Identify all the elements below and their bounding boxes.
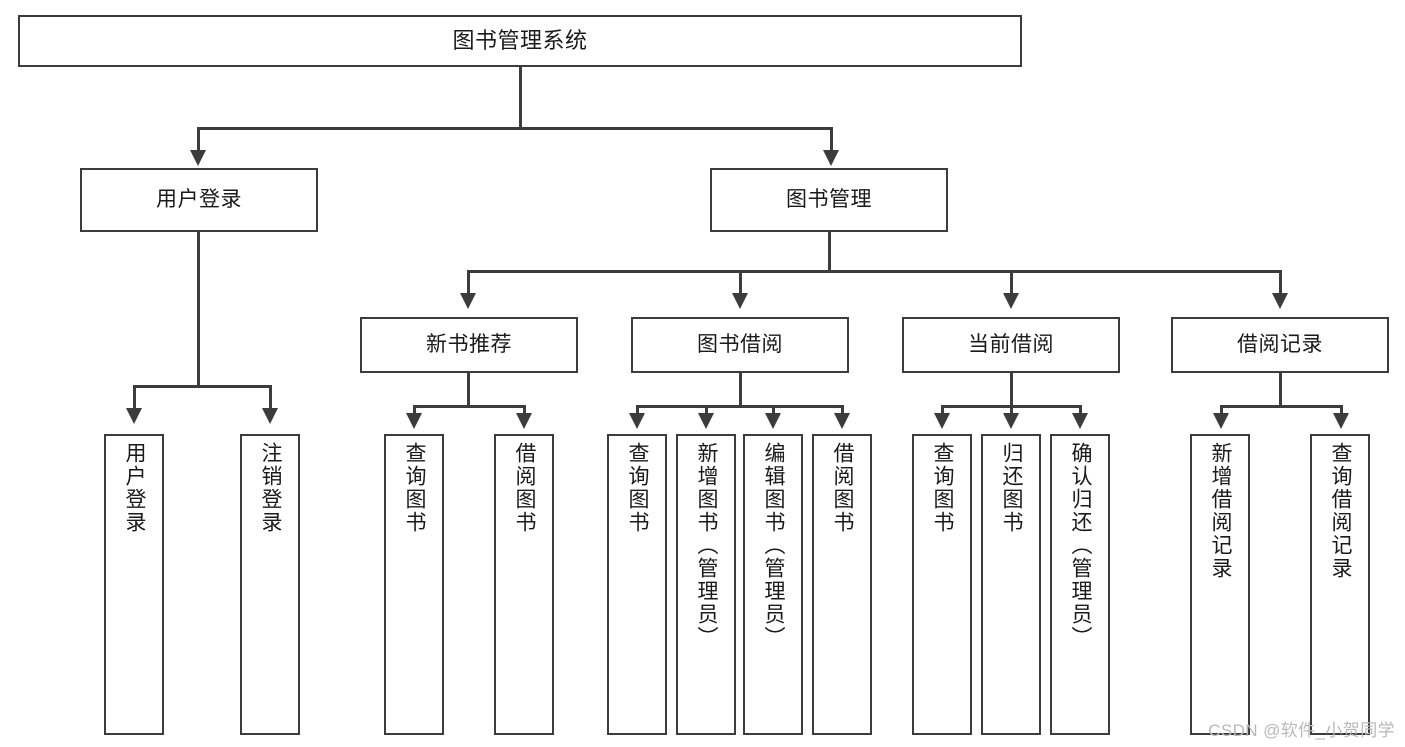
connector-new-book-to-leaf-2	[523, 405, 526, 417]
node-new-book-recommend[interactable]: 新书推荐	[360, 317, 578, 373]
connector-user-login-to-leaf-1	[133, 385, 136, 410]
connector-user-login-to-leaf-2	[269, 385, 272, 410]
node-leaf-borrow-book[interactable]: 借阅图书	[812, 434, 872, 735]
connector-br-to-leaf-2	[1340, 405, 1343, 417]
connector-book-borrow-stem	[739, 373, 742, 405]
node-book-borrow[interactable]: 图书借阅	[631, 317, 849, 373]
arrowhead-bb-to-leaf-4	[834, 413, 850, 429]
connector-book-borrow-bus	[636, 405, 843, 408]
connector-borrow-record-bus	[1220, 405, 1340, 408]
arrowhead-bb-to-leaf-1	[629, 413, 645, 429]
arrowhead-user-login-to-leaf-2	[262, 408, 278, 424]
connector-cb-to-leaf-1	[941, 405, 944, 417]
node-leaf-query-book-new-recommend[interactable]: 查询图书	[384, 434, 444, 735]
connector-root-stem	[519, 67, 522, 127]
arrowhead-br-to-leaf-2	[1333, 413, 1349, 429]
node-leaf-confirm-return-admin[interactable]: 确认归还（管理员）	[1050, 434, 1110, 735]
arrowhead-bm-to-current-borrow	[1003, 293, 1019, 309]
node-label: 新增图书（管理员）	[695, 442, 719, 649]
node-label: 图书管理	[786, 187, 872, 211]
node-label: 编辑图书（管理员）	[762, 442, 786, 649]
node-root-book-management-system[interactable]: 图书管理系统	[18, 15, 1022, 67]
node-label: 新书推荐	[426, 332, 512, 356]
arrowhead-bm-to-borrow-record	[1272, 293, 1288, 309]
node-leaf-query-borrow-record[interactable]: 查询借阅记录	[1310, 434, 1370, 735]
node-label: 查询借阅记录	[1329, 442, 1353, 580]
node-label: 借阅图书	[831, 442, 855, 534]
connector-bm-to-new-book	[467, 270, 470, 295]
arrowhead-user-login-to-leaf-1	[126, 408, 142, 424]
node-leaf-query-book-current[interactable]: 查询图书	[912, 434, 972, 735]
connector-book-management-bus	[467, 270, 1281, 273]
connector-new-book-bus	[413, 405, 526, 408]
arrowhead-root-to-user-login	[190, 150, 206, 166]
node-label: 借阅记录	[1237, 332, 1323, 356]
connector-current-borrow-stem	[1010, 373, 1013, 405]
connector-bm-to-borrow-record	[1279, 270, 1282, 295]
connector-bb-to-leaf-4	[841, 405, 844, 417]
node-current-borrow[interactable]: 当前借阅	[902, 317, 1120, 373]
node-user-login[interactable]: 用户登录	[80, 168, 318, 232]
node-label: 当前借阅	[968, 332, 1054, 356]
connector-bm-to-book-borrow	[739, 270, 742, 295]
connector-root-bus	[197, 127, 832, 130]
arrowhead-bm-to-new-book	[460, 293, 476, 309]
node-borrow-record[interactable]: 借阅记录	[1171, 317, 1389, 373]
connector-new-book-stem	[467, 373, 470, 405]
node-label: 归还图书	[1000, 442, 1024, 534]
node-label: 图书管理系统	[452, 28, 588, 54]
arrowhead-cb-to-leaf-3	[1072, 413, 1088, 429]
node-label: 借阅图书	[513, 442, 537, 534]
connector-bb-to-leaf-3	[772, 405, 775, 417]
connector-bb-to-leaf-1	[636, 405, 639, 417]
node-label: 查询图书	[403, 442, 427, 534]
connector-br-to-leaf-1	[1220, 405, 1223, 417]
node-leaf-return-book[interactable]: 归还图书	[981, 434, 1041, 735]
node-leaf-query-book-borrow[interactable]: 查询图书	[607, 434, 667, 735]
node-book-management[interactable]: 图书管理	[710, 168, 948, 232]
node-leaf-edit-book-admin[interactable]: 编辑图书（管理员）	[743, 434, 803, 735]
connector-bm-to-current-borrow	[1010, 270, 1013, 295]
arrowhead-cb-to-leaf-2	[1003, 413, 1019, 429]
connector-bb-to-leaf-2	[705, 405, 708, 417]
connector-user-login-bus	[133, 385, 270, 388]
arrowhead-cb-to-leaf-1	[934, 413, 950, 429]
connector-root-to-book-management	[830, 127, 833, 152]
arrowhead-new-book-to-leaf-1	[406, 413, 422, 429]
node-label: 查询图书	[626, 442, 650, 534]
node-label: 确认归还（管理员）	[1069, 442, 1093, 649]
arrowhead-bb-to-leaf-3	[765, 413, 781, 429]
node-leaf-add-book-admin[interactable]: 新增图书（管理员）	[676, 434, 736, 735]
connector-borrow-record-stem	[1279, 373, 1282, 405]
node-label: 图书借阅	[697, 332, 783, 356]
node-leaf-borrow-book-new-recommend[interactable]: 借阅图书	[494, 434, 554, 735]
connector-cb-to-leaf-3	[1079, 405, 1082, 417]
node-label: 用户登录	[123, 442, 147, 534]
arrowhead-bb-to-leaf-2	[698, 413, 714, 429]
node-leaf-user-login[interactable]: 用户登录	[104, 434, 164, 735]
node-leaf-add-borrow-record[interactable]: 新增借阅记录	[1190, 434, 1250, 735]
watermark-text: CSDN @软件_小贺同学	[1208, 721, 1395, 740]
arrowhead-root-to-book-management	[823, 150, 839, 166]
arrowhead-new-book-to-leaf-2	[516, 413, 532, 429]
node-label: 用户登录	[156, 187, 242, 211]
arrowhead-bm-to-book-borrow	[732, 293, 748, 309]
arrowhead-br-to-leaf-1	[1213, 413, 1229, 429]
connector-new-book-to-leaf-1	[413, 405, 416, 417]
node-label: 新增借阅记录	[1209, 442, 1233, 580]
node-label: 查询图书	[931, 442, 955, 534]
connector-cb-to-leaf-2	[1010, 405, 1013, 417]
connector-user-login-stem	[197, 232, 200, 385]
connector-book-management-stem	[828, 232, 831, 270]
node-label: 注销登录	[259, 442, 283, 534]
connector-root-to-user-login	[197, 127, 200, 152]
node-leaf-logout-login[interactable]: 注销登录	[240, 434, 300, 735]
